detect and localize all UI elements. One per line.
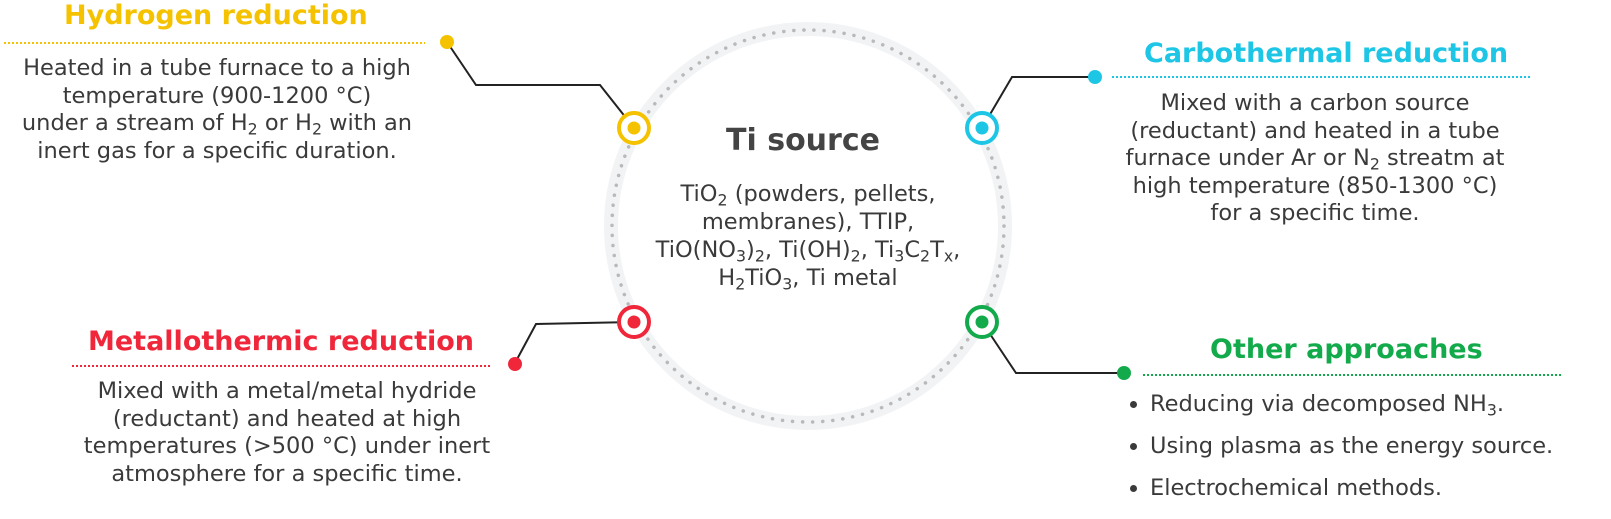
hydrogen-line-4: inert gas for a specific duration. — [37, 137, 397, 164]
list-item: Using plasma as the energy source. — [1150, 432, 1611, 460]
carbothermal-title: Carbothermal reduction — [1144, 38, 1509, 69]
hydrogen-end-dot — [440, 35, 454, 49]
carbothermal-node — [965, 111, 999, 145]
metallothermic-line-2: (reductant) and heated at high — [112, 405, 462, 432]
metallothermic-connector — [514, 321, 635, 364]
center-title: Ti source — [726, 123, 880, 158]
metallothermic-end-dot — [508, 357, 522, 371]
carbothermal-line-5: for a specific time. — [1210, 200, 1420, 226]
carbothermal-connector — [981, 76, 1095, 129]
carbothermal-end-dot — [1088, 70, 1102, 84]
hydrogen-line-2: temperature (900-1200 °C) — [62, 82, 372, 109]
source-line-1: TiO2 (powders, pellets, — [680, 181, 936, 210]
carbothermal-line-2: (reductant) and heated in a tube — [1130, 117, 1500, 144]
hydrogen-connector — [446, 41, 635, 129]
center-dotted-ring — [610, 28, 1006, 424]
source-line-3: TiO(NO3)2, Ti(OH)2, Ti3C2Tx, — [655, 237, 961, 266]
metallothermic-line-4: atmosphere for a specific time. — [111, 460, 463, 487]
hydrogen-node — [617, 111, 651, 145]
other-title: Other approaches — [1210, 334, 1483, 365]
other-node — [965, 305, 999, 339]
hydrogen-title: Hydrogen reduction — [64, 0, 368, 31]
carbothermal-line-4: high temperature (850-1300 °C) — [1132, 172, 1498, 199]
source-line-2: membranes), TTIP, — [701, 209, 915, 235]
hydrogen-description: Heated in a tube furnace to a high tempe… — [4, 55, 430, 165]
source-line-4: H2TiO3, Ti metal — [718, 265, 898, 294]
list-item: Electrochemical methods. — [1150, 474, 1611, 502]
other-connector — [981, 321, 1124, 374]
other-end-dot — [1117, 366, 1131, 380]
metallothermic-line-1: Mixed with a metal/metal hydride — [97, 378, 477, 404]
list-item: Reducing via decomposed NH3. — [1150, 390, 1611, 418]
ti-source-list: TiO2 (powders, pellets, membranes), TTIP… — [645, 180, 971, 292]
metallothermic-line-3: temperatures (>500 °C) under inert — [83, 433, 491, 459]
metallothermic-description: Mixed with a metal/metal hydride (reduct… — [64, 378, 510, 488]
hydrogen-line-3: under a stream of H2 or H2 with an — [21, 110, 413, 139]
metallothermic-title: Metallothermic reduction — [88, 326, 475, 357]
metallothermic-node — [617, 305, 651, 339]
carbothermal-line-3: furnace under Ar or N2 streatm at — [1125, 145, 1505, 174]
hydrogen-line-1: Heated in a tube furnace to a high — [23, 55, 411, 81]
other-approaches-list: Reducing via decomposed NH3. Using plasm… — [1130, 390, 1611, 516]
carbothermal-description: Mixed with a carbon source (reductant) a… — [1100, 90, 1530, 228]
carbothermal-line-1: Mixed with a carbon source — [1160, 90, 1470, 116]
